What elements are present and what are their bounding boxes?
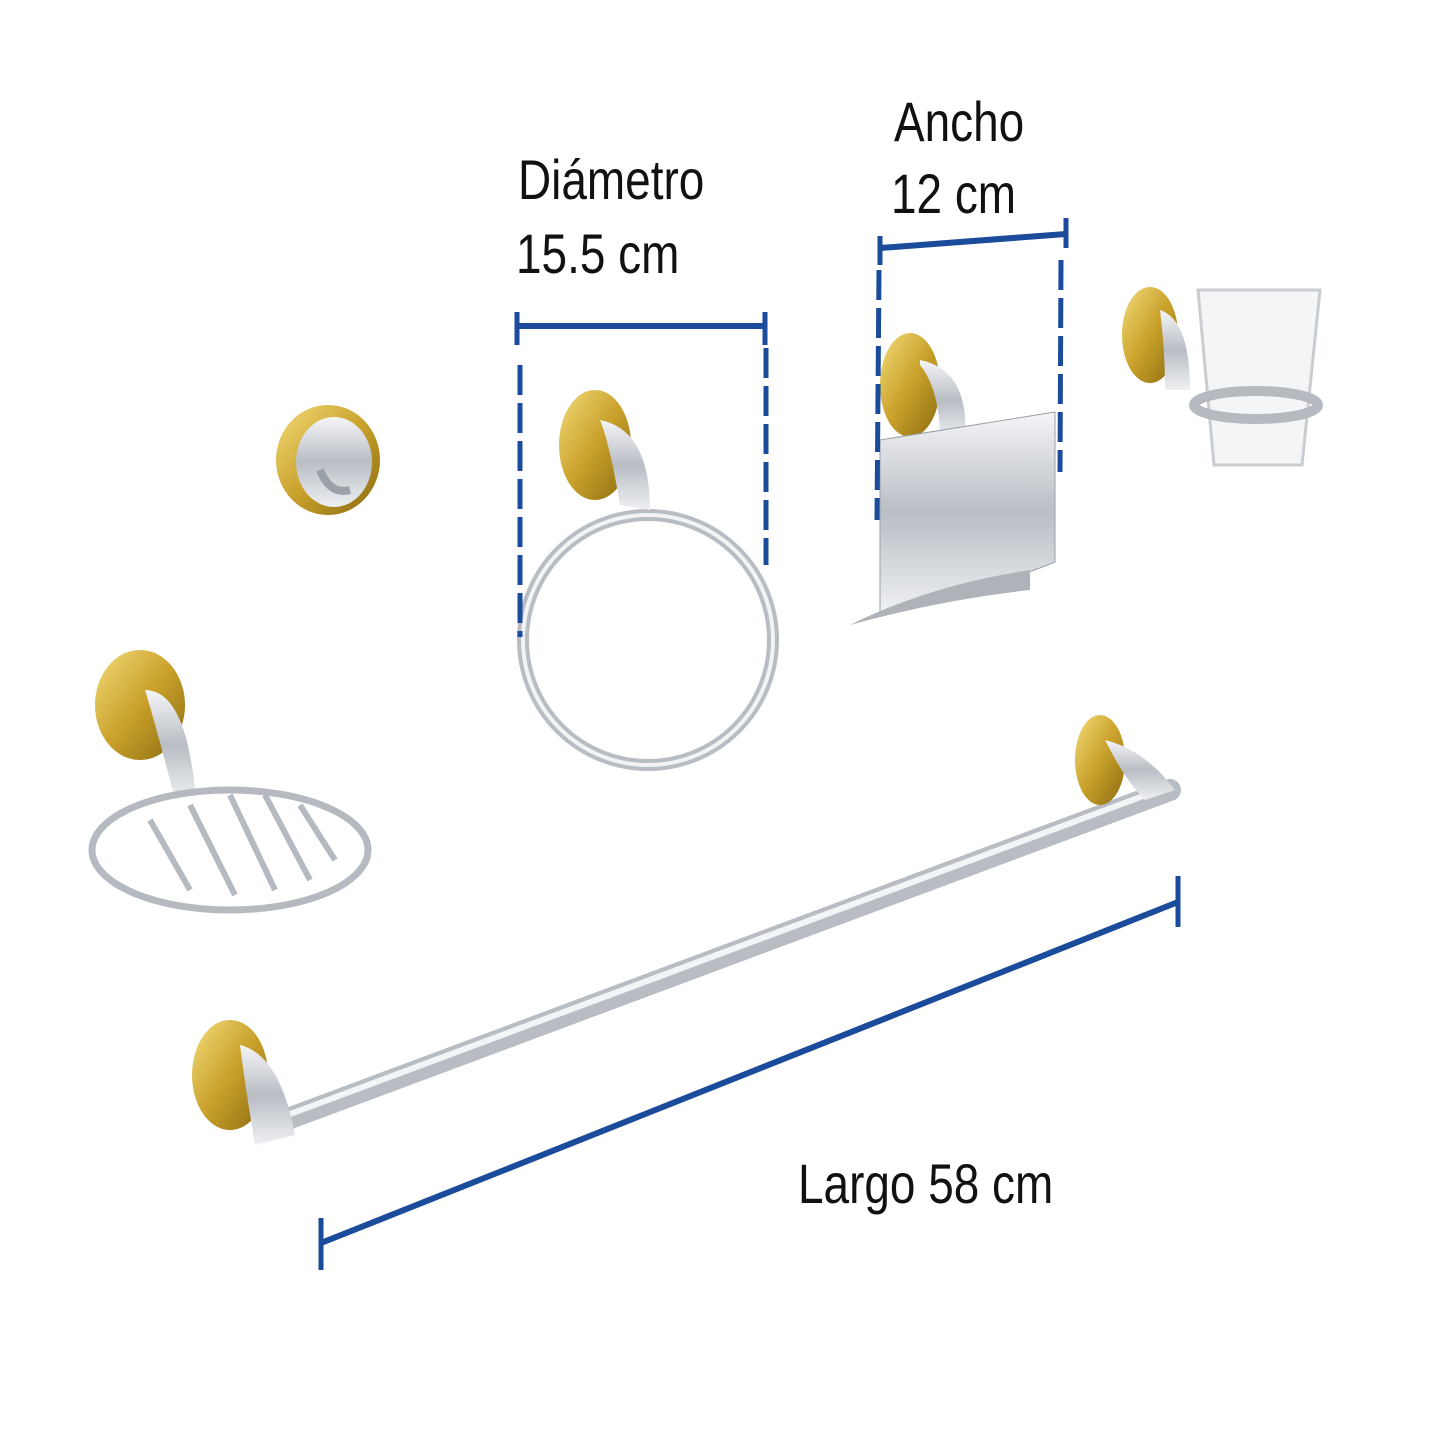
- diameter-label: Diámetro: [518, 148, 705, 211]
- length-label: Largo 58 cm: [798, 1152, 1054, 1215]
- diameter-dimension-line: [514, 312, 769, 637]
- toilet-paper-holder: [850, 333, 1056, 625]
- tumbler-holder: [1122, 287, 1323, 467]
- width-value: 12 cm: [891, 162, 1017, 225]
- width-dimension-line: [874, 218, 1069, 521]
- soap-dish: [88, 650, 372, 914]
- towel-ring: [517, 390, 779, 771]
- robe-hook: [276, 405, 380, 515]
- length-dimension-line: [318, 876, 1181, 1270]
- width-label: Ancho: [894, 90, 1025, 153]
- towel-bar: [192, 715, 1181, 1145]
- diameter-value: 15.5 cm: [516, 222, 680, 285]
